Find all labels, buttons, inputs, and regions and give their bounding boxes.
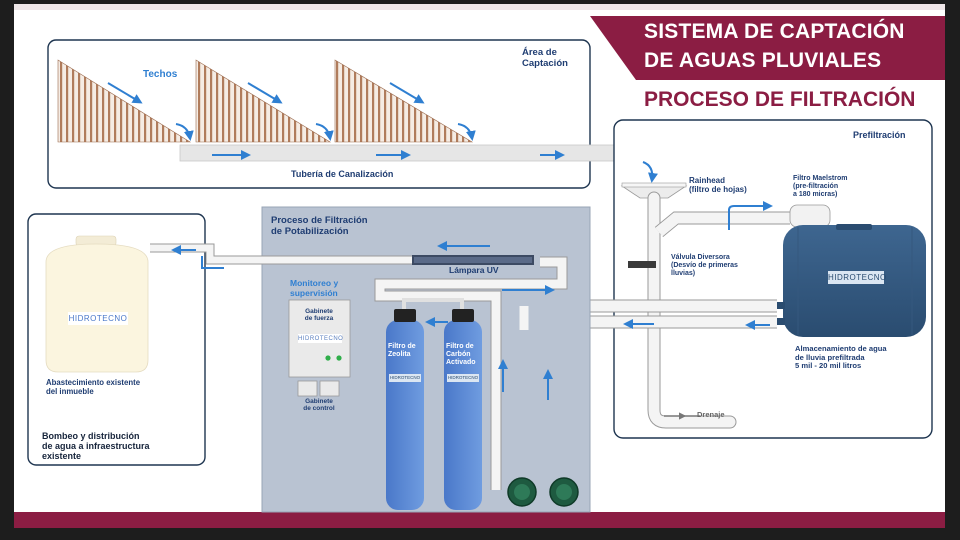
carbon-filter-valve <box>452 309 474 322</box>
tank-cap <box>836 224 872 230</box>
valvula-label: Válvula Diversora (Desvío de primeras ll… <box>671 254 738 277</box>
roof-3 <box>334 59 474 143</box>
title-line-1: SISTEMA DE CAPTACIÓN <box>644 20 905 43</box>
gabinete-logo-plate <box>298 334 342 343</box>
tank-outlet <box>775 302 785 309</box>
top-decor-band <box>14 4 945 10</box>
tank-logo-plate <box>828 271 884 284</box>
carbon-filter <box>444 320 482 510</box>
zeolita-logo-plate <box>389 374 421 382</box>
carbon-logo: HIDROTECNO <box>447 375 479 380</box>
roof-1 <box>57 59 192 143</box>
roof-arrow <box>107 82 143 104</box>
indicator-light <box>336 355 342 361</box>
drenaje-label: Drenaje <box>697 410 725 419</box>
flow-arrow <box>201 256 224 269</box>
diverter-valve <box>628 261 656 268</box>
uv-lamp-core <box>414 257 532 263</box>
gutter-arrow <box>315 123 334 141</box>
prefiltracion-title: Prefiltración <box>853 130 906 140</box>
cistern-logo-plate <box>68 312 128 325</box>
gabinete-control-label: Gabinete de control <box>303 398 335 413</box>
abastecimiento-label: Abastecimiento existente del inmueble <box>46 378 141 396</box>
carbon-logo-plate <box>447 374 479 382</box>
flow-arrow <box>728 201 773 230</box>
area-captacion-label: Área de Captación <box>522 47 568 69</box>
process-pipe <box>375 257 567 490</box>
roof-2 <box>195 59 332 143</box>
canalization-pipe <box>179 144 649 162</box>
filter-connector <box>402 298 464 312</box>
storage-tank-logo: HIDROTECNO <box>828 273 887 282</box>
flow-arrow <box>642 161 658 183</box>
zeolita-filter <box>386 320 424 510</box>
zeolita-filter-valve <box>394 309 416 322</box>
title-banner <box>590 16 945 80</box>
roof-arrow <box>389 82 425 104</box>
carbon-label: Filtro de Carbón Activado <box>446 343 476 366</box>
bombeo-label: Bombeo y distribución de agua a infraest… <box>42 431 150 462</box>
gabinete-fuerza-label: Gabinete de fuerza <box>304 308 334 323</box>
gabinete-control <box>297 380 318 397</box>
canalization-pipe-label: Tubería de Canalización <box>291 169 394 179</box>
zeolita-logo: HIDROTECNO <box>389 375 421 380</box>
maelstrom-label: Filtro Maelstrom (pre-filtración a 180 m… <box>793 175 848 198</box>
cistern-tank <box>45 243 149 373</box>
lampara-uv-label: Lámpara UV <box>449 265 499 275</box>
monitoreo-label: Monitoreo y supervisión <box>290 278 339 298</box>
gabinete-control <box>319 380 340 397</box>
indicator-light <box>325 355 331 361</box>
almacenamiento-label: Almacenamiento de agua de lluvia prefilt… <box>795 344 887 370</box>
pump-2-core <box>556 484 572 500</box>
title-line-2: DE AGUAS PLUVIALES <box>644 49 882 72</box>
prefiltracion-panel <box>613 119 933 439</box>
maelstrom-filter <box>789 204 831 228</box>
potabilizacion-title: Proceso de Filtración de Potabilización <box>271 215 368 237</box>
cistern-logo: HIDROTECNO <box>68 314 128 323</box>
page-subtitle: PROCESO DE FILTRACIÓN <box>644 88 916 111</box>
gutter-arrow <box>175 123 194 141</box>
zeolita-label: Filtro de Zeolita <box>388 343 416 358</box>
pump-1-core <box>514 484 530 500</box>
tank-outlet <box>775 318 785 325</box>
footer-band <box>14 512 945 528</box>
techos-label: Techos <box>143 69 178 80</box>
roof-arrow <box>247 82 283 104</box>
gabinete-logo: HIDROTECNO <box>298 336 344 342</box>
gutter-arrow <box>457 123 476 141</box>
rainhead-rim <box>621 182 687 188</box>
rainhead-label: Rainhead (filtro de hojas) <box>689 176 747 194</box>
drain-pipe <box>648 192 736 428</box>
